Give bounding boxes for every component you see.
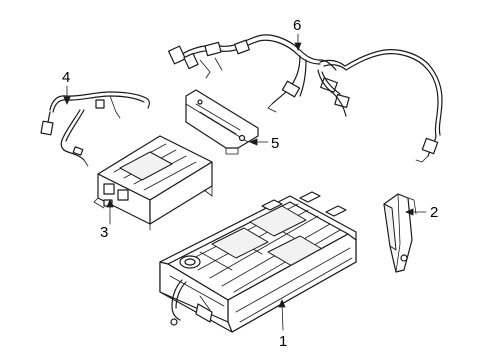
part-4-wiring-harness: [40, 91, 150, 167]
part-3-control-module: [93, 135, 213, 231]
callout-label-1: 1: [279, 333, 287, 350]
callout-3: 3: [100, 198, 114, 241]
callout-5: 5: [248, 135, 279, 152]
callout-6: 6: [293, 17, 302, 52]
callout-label-3: 3: [100, 224, 108, 241]
callout-label-6: 6: [293, 17, 301, 34]
part-5-bracket: [185, 89, 259, 155]
callout-label-4: 4: [62, 69, 70, 86]
part-2-clip: [383, 193, 417, 273]
part-6-wiring-harness: [168, 34, 443, 163]
callout-label-5: 5: [271, 135, 279, 152]
callout-2: 2: [404, 204, 438, 221]
callout-4: 4: [62, 69, 71, 106]
part-1-battery-pack: [159, 191, 357, 333]
callout-1: 1: [278, 298, 287, 350]
callout-label-2: 2: [430, 204, 438, 221]
